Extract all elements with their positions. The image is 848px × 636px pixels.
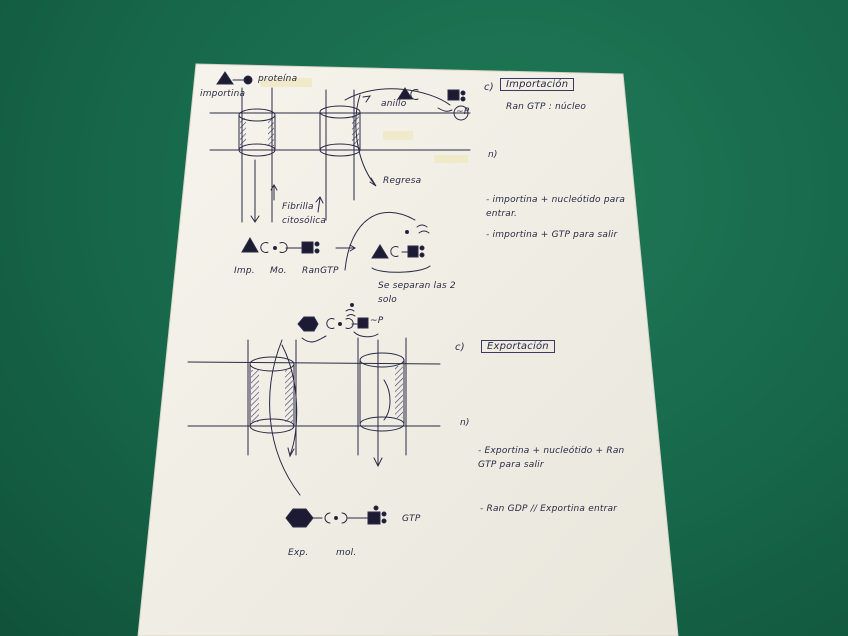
label-exp: Exp. bbox=[288, 548, 309, 558]
label-phosphate: ~P bbox=[370, 316, 384, 326]
label-mol: mol. bbox=[336, 548, 357, 558]
tape-strip bbox=[260, 78, 312, 87]
brace bbox=[301, 335, 327, 343]
arrow-path bbox=[269, 339, 301, 496]
exportina-complex-icon bbox=[297, 303, 369, 332]
arrow-path bbox=[362, 95, 372, 103]
title-exportacion: Exportación bbox=[481, 340, 555, 353]
arrow-path bbox=[383, 379, 391, 421]
bullet-exportina-2: - Ran GDP // Exportina entrar bbox=[480, 504, 618, 514]
label-phosphate: ~P bbox=[456, 107, 470, 117]
brace bbox=[353, 331, 379, 338]
nuclear-pore bbox=[357, 337, 407, 456]
arrow-path bbox=[315, 196, 324, 213]
label-imp: Imp. bbox=[234, 266, 255, 276]
title-importacion: Importación bbox=[500, 78, 575, 91]
arrow-path bbox=[355, 94, 377, 187]
paper-sheet bbox=[137, 63, 679, 636]
label-gtp: GTP bbox=[402, 514, 421, 524]
nuclear-pore bbox=[238, 87, 276, 223]
arrow-path bbox=[250, 215, 260, 223]
arrow-path bbox=[281, 344, 298, 458]
label-anillo: anillo bbox=[381, 99, 407, 109]
arrow-path bbox=[344, 211, 416, 271]
label-rangtp: RanGTP bbox=[302, 266, 339, 276]
importina-triangle-icon bbox=[216, 71, 253, 85]
importina-complex-icon bbox=[397, 87, 469, 121]
importina-ran-complex-icon bbox=[241, 236, 320, 254]
tape-strip bbox=[434, 155, 468, 163]
separated-complex-icon bbox=[371, 224, 430, 259]
label-mol: Mo. bbox=[270, 266, 287, 276]
note-rangtp-nucleo: Ran GTP : núcleo bbox=[506, 102, 587, 112]
membrane-line bbox=[187, 361, 441, 365]
arrow-path bbox=[270, 184, 278, 201]
label-c: c) bbox=[484, 82, 494, 93]
label-regresa: Regresa bbox=[383, 176, 422, 186]
arrow-path bbox=[344, 88, 451, 106]
label-proteina: proteína bbox=[258, 74, 298, 84]
arrow-path bbox=[335, 244, 356, 252]
label-importina: importina bbox=[200, 89, 246, 99]
bullet-exportina-1: - Exportina + nucleótido + Ran GTP para … bbox=[478, 446, 625, 470]
arrow-path bbox=[437, 107, 453, 112]
brace bbox=[371, 265, 431, 273]
bullet-importina-2: - importina + GTP para salir bbox=[486, 230, 618, 240]
bullet-importina-1: - importina + nucleótido para entrar. bbox=[486, 195, 626, 219]
arrow-path bbox=[373, 339, 383, 468]
nuclear-pore bbox=[319, 89, 361, 221]
note-se-separan: Se separan las 2 solo bbox=[378, 281, 456, 305]
exportina-ran-complex-icon bbox=[285, 505, 387, 528]
label-n: n) bbox=[460, 418, 470, 428]
label-fibrilla: Fibrilla citosólica bbox=[282, 202, 327, 226]
tape-strip bbox=[383, 131, 413, 140]
label-n: n) bbox=[488, 150, 498, 160]
label-c: c) bbox=[455, 342, 465, 353]
